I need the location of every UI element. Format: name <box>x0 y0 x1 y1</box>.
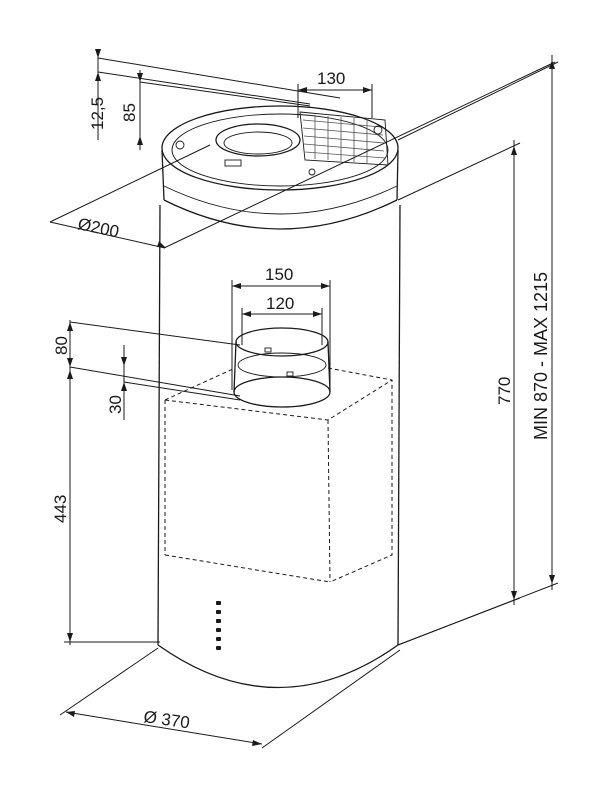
dim-total-height: MIN 870 - MAX 1215 <box>397 55 559 646</box>
collar-right-edge <box>396 149 399 201</box>
body-right-edge <box>397 204 401 646</box>
dim-top-depth: 85 <box>120 70 311 150</box>
dim-body-height: 770 <box>397 140 521 646</box>
body-left-edge <box>157 204 161 646</box>
body-bottom-edge <box>157 644 399 689</box>
dim-outlet-from-bottom: 443 <box>51 370 160 645</box>
hood-body <box>157 105 401 689</box>
dim-top-diameter: Ø200 <box>49 61 556 249</box>
dim-label-770: 770 <box>495 377 514 405</box>
dim-bottom-diameter: Ø 370 <box>59 647 401 749</box>
top-duct-inner <box>223 131 293 155</box>
dim-label-443: 443 <box>51 495 70 523</box>
dim-label-diameter-200: Ø200 <box>76 214 121 241</box>
collar-top-rim <box>161 105 399 191</box>
dim-label-120: 120 <box>266 294 294 313</box>
dim-outlet-offset: 30 <box>106 345 241 420</box>
dim-grille-width: 130 <box>297 69 373 118</box>
bracket <box>224 159 242 167</box>
dim-label-130: 130 <box>317 69 345 88</box>
fixing-point <box>308 168 316 176</box>
motor-box <box>164 367 393 583</box>
dim-outlet-outer: 150 <box>231 265 331 390</box>
control-buttons <box>216 601 221 650</box>
dim-label-85: 85 <box>120 103 139 122</box>
dim-label-12-5: 12,5 <box>88 97 107 130</box>
dim-label-30: 30 <box>106 395 125 414</box>
collar-band <box>163 185 398 215</box>
dim-outlet-inner: 120 <box>241 294 323 345</box>
dim-label-min-max: MIN 870 - MAX 1215 <box>531 272 551 440</box>
top-duct-opening <box>215 123 301 157</box>
dim-label-80: 80 <box>52 336 71 355</box>
outlet-spigot <box>233 327 331 408</box>
dim-label-150: 150 <box>265 265 293 284</box>
dim-outlet-height: 80 <box>52 320 241 397</box>
dim-top-offset: 12,5 <box>88 49 341 140</box>
collar-bottom-edge <box>163 199 398 230</box>
fixing-point <box>175 140 185 150</box>
collar-left-edge <box>161 149 165 201</box>
top-grille <box>299 111 389 166</box>
dim-label-diameter-370: Ø 370 <box>142 707 191 732</box>
collar-inner-rim <box>171 113 389 187</box>
fixing-point <box>373 125 383 135</box>
